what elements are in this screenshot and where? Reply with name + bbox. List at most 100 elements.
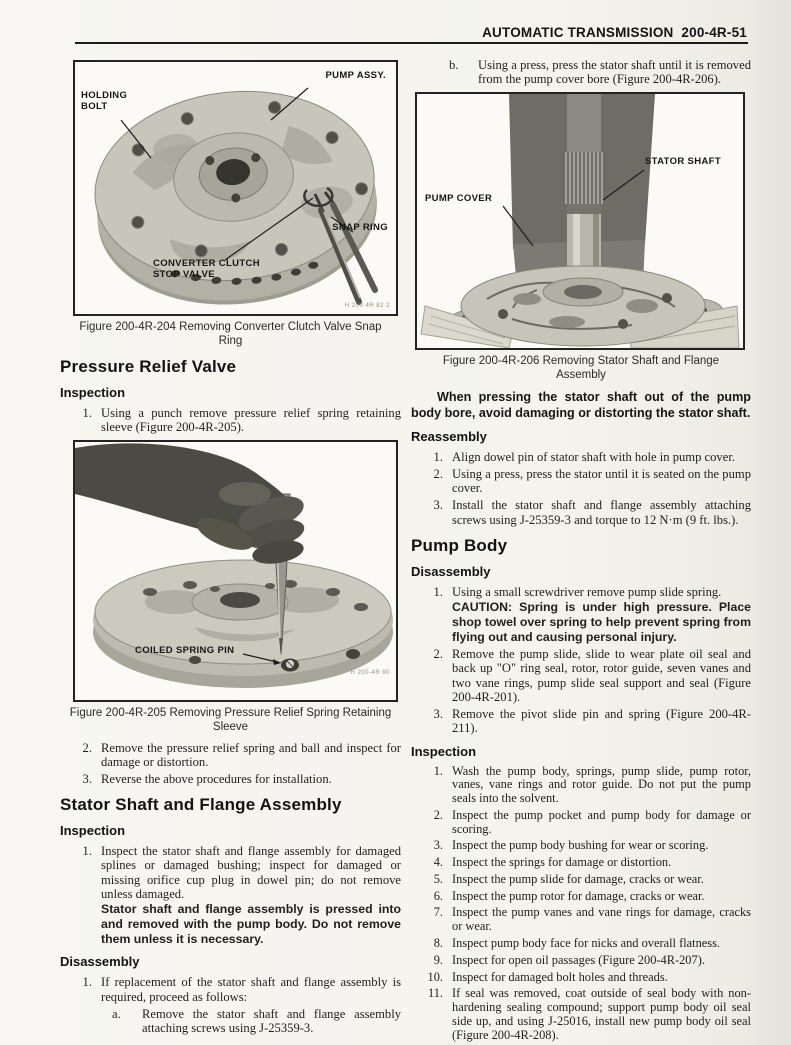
list-number: 6. xyxy=(433,888,443,903)
list-text-bold: Stator shaft and flange assembly is pres… xyxy=(101,902,401,946)
list-number: 3. xyxy=(433,707,443,722)
figure-205-ref-code: H 200-4R 90 xyxy=(350,670,390,677)
list-item: 3. Inspect the pump body bushing for wea… xyxy=(411,839,751,853)
left-column: PUMP ASSY. HOLDING BOLT SNAP RING CONVER… xyxy=(60,60,401,1038)
figure-205-photo xyxy=(75,443,393,689)
list-item: 7. Inspect the pump vanes and vane rings… xyxy=(411,906,751,934)
label-holding-bolt: HOLDING BOLT xyxy=(81,90,128,113)
list-item: 1. Using a punch remove pressure relief … xyxy=(60,406,401,434)
list-item: 2. Inspect the pump pocket and pump body… xyxy=(411,807,751,837)
list-item: 8. Inspect pump body face for nicks and … xyxy=(411,935,751,951)
pump-body-inspection-list: 1. Wash the pump body, springs, pump sli… xyxy=(411,763,752,1043)
figure-204-ref-code: H 200 4R 82 2 xyxy=(344,303,390,309)
list-item: 3. Reverse the above procedures for inst… xyxy=(60,772,401,786)
list-number: 7. xyxy=(433,905,443,920)
right-column: b. Using a press, press the stator shaft… xyxy=(411,58,751,1045)
sub-list-item: b. Using a press, press the stator shaft… xyxy=(449,58,751,86)
heading-inspection-stator: Inspection xyxy=(60,823,126,839)
list-item: 3. Install the stator shaft and flange a… xyxy=(411,498,751,526)
list-text: Inspect the pump slide for damage, crack… xyxy=(452,871,704,886)
list-number: 2. xyxy=(433,807,443,822)
sub-list-text: Using a press, press the stator shaft un… xyxy=(478,58,751,87)
list-item: 10. Inspect for damaged bolt holes and t… xyxy=(411,969,751,985)
list-item: 1. Using a small screwdriver remove pump… xyxy=(411,585,751,644)
list-number: 2. xyxy=(82,740,92,755)
list-item: 2. Remove the pump slide, slide to wear … xyxy=(411,647,751,704)
list-item: 6. Inspect the pump rotor for damage, cr… xyxy=(411,888,751,904)
list-text: Using a small screwdriver remove pump sl… xyxy=(452,585,751,644)
list-text-normal: Inspect the stator shaft and flange asse… xyxy=(101,844,401,901)
list-number: 8. xyxy=(433,935,443,950)
heading-inspection-pump-body: Inspection xyxy=(411,743,477,759)
figure-204-photo xyxy=(94,87,378,305)
list-number: 1. xyxy=(82,406,92,421)
label-coiled-spring-pin: COILED SPRING PIN xyxy=(135,645,235,657)
list-number: 3. xyxy=(433,498,443,513)
section-title-stator-shaft: Stator Shaft and Flange Assembly xyxy=(60,795,342,815)
heading-disassembly-stator: Disassembly xyxy=(60,954,140,970)
list-text: Using a punch remove pressure relief spr… xyxy=(101,406,401,435)
figure-206: STATOR SHAFT PUMP COVER xyxy=(415,92,745,351)
sub-list-letter: a. xyxy=(112,1006,121,1021)
list-number: 10. xyxy=(427,969,444,984)
list-item: 4. Inspect the springs for damage or dis… xyxy=(411,855,751,870)
list-item: 1. Align dowel pin of stator shaft with … xyxy=(411,450,751,464)
header-rule xyxy=(75,42,748,44)
label-pump-cover: PUMP COVER xyxy=(425,193,493,205)
list-text: Inspect for open oil passages (Figure 20… xyxy=(452,952,705,967)
list-text: Install the stator shaft and flange asse… xyxy=(452,498,751,527)
figure-206-caption: Figure 200-4R-206 Removing Stator Shaft … xyxy=(442,355,720,382)
sub-list-item: a. Remove the stator shaft and flange as… xyxy=(112,1007,401,1035)
list-text: Remove the pivot slide pin and spring (F… xyxy=(452,707,751,736)
list-number: 1. xyxy=(82,975,92,990)
list-number: 2. xyxy=(433,466,443,481)
heading-inspection-prv: Inspection xyxy=(60,385,126,401)
list-number: 1. xyxy=(433,763,443,778)
section-title-pump-body: Pump Body xyxy=(411,535,508,555)
list-text-normal: Using a small screwdriver remove pump sl… xyxy=(452,584,722,599)
page-header-title: AUTOMATIC TRANSMISSION 200-4R-51 xyxy=(482,25,747,40)
figure-206-photo xyxy=(420,94,740,349)
label-pump-assy: PUMP ASSY. xyxy=(325,70,386,81)
list-text: Inspect pump body face for nicks and ove… xyxy=(452,935,721,950)
sub-list-text: Remove the stator shaft and flange assem… xyxy=(142,1006,401,1035)
figure-204: PUMP ASSY. HOLDING BOLT SNAP RING CONVER… xyxy=(73,60,398,316)
figure-204-caption: Figure 200-4R-204 Removing Converter Clu… xyxy=(79,321,382,348)
label-converter-clutch-stop-valve: CONVERTER CLUTCH STOP VALVE xyxy=(153,258,260,281)
list-text: If seal was removed, coat outside of sea… xyxy=(452,986,751,1042)
figure-205: COILED SPRING PIN H 200-4R 90 xyxy=(73,440,398,703)
list-text: Wash the pump body, springs, pump slide,… xyxy=(452,763,751,806)
list-item: 1. Inspect the stator shaft and flange a… xyxy=(60,844,401,946)
list-item: 2. Remove the pressure relief spring and… xyxy=(60,741,401,769)
section-title-pressure-relief-valve: Pressure Relief Valve xyxy=(60,357,237,377)
list-text: Align dowel pin of stator shaft with hol… xyxy=(452,449,735,464)
label-stator-shaft: STATOR SHAFT xyxy=(645,156,721,168)
list-text: Remove the pressure relief spring and ba… xyxy=(101,740,401,769)
figure-205-caption: Figure 200-4R-205 Removing Pressure Reli… xyxy=(69,707,392,734)
list-number: 1. xyxy=(433,449,443,464)
list-text: Inspect the stator shaft and flange asse… xyxy=(101,844,401,946)
list-item: 1. If replacement of the stator shaft an… xyxy=(60,975,401,1003)
list-number: 11. xyxy=(427,986,443,1001)
list-item: 1. Wash the pump body, springs, pump sli… xyxy=(411,763,751,806)
sub-list-letter: b. xyxy=(449,58,459,72)
list-text: Remove the pump slide, slide to wear pla… xyxy=(452,647,751,704)
list-item: 2. Using a press, press the stator until… xyxy=(411,467,751,495)
list-item: 3. Remove the pivot slide pin and spring… xyxy=(411,707,751,735)
list-text: Inspect the pump body bushing for wear o… xyxy=(452,838,709,853)
list-number: 3. xyxy=(82,771,92,786)
list-text: Using a press, press the stator until it… xyxy=(452,466,751,496)
list-number: 5. xyxy=(433,871,443,886)
list-item: 11. If seal was removed, coat outside of… xyxy=(411,986,751,1042)
list-text: If replacement of the stator shaft and f… xyxy=(101,975,401,1004)
heading-disassembly-pump-body: Disassembly xyxy=(411,563,491,579)
list-number: 1. xyxy=(433,584,443,599)
list-number: 9. xyxy=(433,952,443,967)
list-text: Inspect the pump rotor for damage, crack… xyxy=(452,888,705,903)
list-text: Inspect for damaged bolt holes and threa… xyxy=(452,969,668,984)
list-text: Inspect the pump pocket and pump body fo… xyxy=(452,807,751,836)
list-item: 9. Inspect for open oil passages (Figure… xyxy=(411,952,751,968)
list-number: 1. xyxy=(82,844,92,859)
caution-text: CAUTION: Spring is under high pressure. … xyxy=(452,600,751,644)
